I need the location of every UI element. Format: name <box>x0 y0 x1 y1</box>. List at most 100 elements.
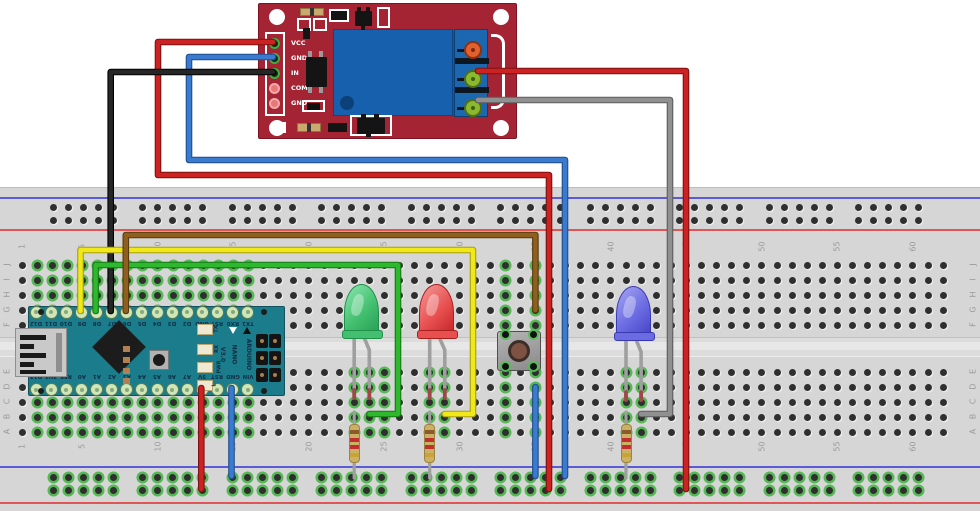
nano-pin-vin[interactable] <box>241 383 255 396</box>
nano-pin-gnd[interactable] <box>195 305 209 319</box>
resistor-red-led[interactable] <box>424 424 436 463</box>
breadboard-hole <box>894 383 902 391</box>
breadboard-hole <box>365 261 373 269</box>
nano-pin-d11[interactable] <box>44 305 58 319</box>
breadboard-hole <box>109 413 117 421</box>
nano-pin-a3[interactable] <box>120 383 134 396</box>
nano-pin-gnd[interactable] <box>226 383 239 396</box>
power-rail-hole <box>49 473 57 481</box>
relay-pin-vcc[interactable] <box>269 37 280 49</box>
pushbutton[interactable] <box>497 330 541 372</box>
nano-pin-a4[interactable] <box>135 383 149 396</box>
breadboard-hole <box>818 398 826 406</box>
nano-pin-tx1[interactable] <box>241 305 255 319</box>
optocoupler-pin <box>308 87 312 93</box>
resistor-blue-led[interactable] <box>620 424 632 463</box>
nano-pin-d9[interactable] <box>75 305 88 319</box>
nano-icsp-pin[interactable] <box>256 334 268 348</box>
nano-icsp-pin[interactable] <box>269 368 281 382</box>
nano-icsp-pin[interactable] <box>256 368 268 382</box>
nano-pin-a2[interactable] <box>105 383 119 396</box>
screw-center <box>471 48 475 52</box>
breadboard-hole <box>637 398 645 406</box>
power-led <box>307 103 320 110</box>
breadboard-hole <box>758 383 766 391</box>
relay-pin-com[interactable] <box>269 82 280 94</box>
relay-pin-gnd2[interactable] <box>269 97 280 109</box>
nano-reset-button[interactable] <box>149 350 169 370</box>
breadboard-hole <box>335 368 343 376</box>
nano-icsp-pin[interactable] <box>256 351 268 365</box>
nano-pin-rx0[interactable] <box>226 305 239 319</box>
breadboard-hole <box>562 276 570 284</box>
nano-pin-a0[interactable] <box>75 383 88 396</box>
usb-groove <box>20 353 46 358</box>
power-rail-hole <box>542 216 550 224</box>
breadboard-hole <box>260 428 268 436</box>
nano-pin-d8[interactable] <box>90 305 104 319</box>
nano-pin-rst[interactable] <box>210 305 224 319</box>
nano-pin-hole <box>94 310 99 314</box>
breadboard-hole <box>109 261 117 269</box>
nano-pin-a5[interactable] <box>150 383 164 396</box>
nano-icsp-pin[interactable] <box>269 351 281 365</box>
breadboard-hole <box>849 276 856 284</box>
nano-pin-3v3[interactable] <box>44 383 58 396</box>
relay-pin-in[interactable] <box>269 67 280 79</box>
power-rail-hole <box>273 216 281 224</box>
nano-pin-label: 5V <box>198 373 207 379</box>
nano-pin-d10[interactable] <box>59 305 73 319</box>
nano-pin-d7[interactable] <box>105 305 119 319</box>
resistor-band <box>425 453 435 457</box>
power-rail-hole <box>601 203 609 211</box>
breadboard-hole <box>607 261 615 269</box>
breadboard-hole <box>849 306 856 314</box>
led-green[interactable] <box>342 284 383 339</box>
led-red[interactable] <box>417 284 458 339</box>
nano-smd-led-pwr <box>197 362 213 373</box>
resistor-green-led[interactable] <box>348 424 360 463</box>
breadboard-hole <box>939 413 947 421</box>
nano-pin-d4[interactable] <box>150 305 164 319</box>
nano-pin-hole <box>139 310 144 314</box>
breadboard-hole <box>743 398 751 406</box>
smd-diode <box>328 123 347 132</box>
relay-silkscreen-bracket <box>491 34 505 109</box>
nano-pin-ref[interactable] <box>59 383 73 396</box>
breadboard-hole <box>743 276 751 284</box>
breadboard-hole <box>894 398 902 406</box>
nano-usb-connector <box>15 328 67 377</box>
breadboard-hole <box>63 291 71 299</box>
breadboard-hole <box>456 306 464 314</box>
nano-pin-a1[interactable] <box>90 383 104 396</box>
nano-pin-d5[interactable] <box>135 305 149 319</box>
breadboard-hole <box>471 428 479 436</box>
terminal-screw-nc[interactable] <box>464 41 482 59</box>
power-rail-hole <box>870 216 878 224</box>
nano-icsp-pin-contact <box>260 373 264 377</box>
power-rail-hole <box>49 203 57 211</box>
breadboard-hole <box>169 261 177 269</box>
power-rail-hole <box>79 473 87 481</box>
nano-pin-a7[interactable] <box>180 383 194 396</box>
led-blue[interactable] <box>614 286 655 341</box>
nano-pin-d2[interactable] <box>180 305 194 319</box>
relay-screw-terminal[interactable] <box>454 29 489 117</box>
breadboard-hole <box>803 428 811 436</box>
nano-pin-d3[interactable] <box>165 305 179 319</box>
nano-pin-d6[interactable] <box>120 305 134 319</box>
power-rail-hole <box>795 473 803 481</box>
nano-pin-a6[interactable] <box>165 383 179 396</box>
nano-icsp-pin[interactable] <box>269 334 281 348</box>
terminal-screw-com[interactable] <box>464 70 482 88</box>
power-rail-hole <box>378 216 386 224</box>
breadboard-hole <box>305 368 313 376</box>
relay-pin-gnd[interactable] <box>269 52 280 64</box>
breadboard-hole <box>849 413 856 421</box>
nano-usb-pad <box>123 357 130 363</box>
breadboard-hole <box>713 413 721 421</box>
pushbutton-cap[interactable] <box>508 340 530 362</box>
terminal-screw-no[interactable] <box>464 99 482 117</box>
smd-vertical <box>303 28 310 39</box>
